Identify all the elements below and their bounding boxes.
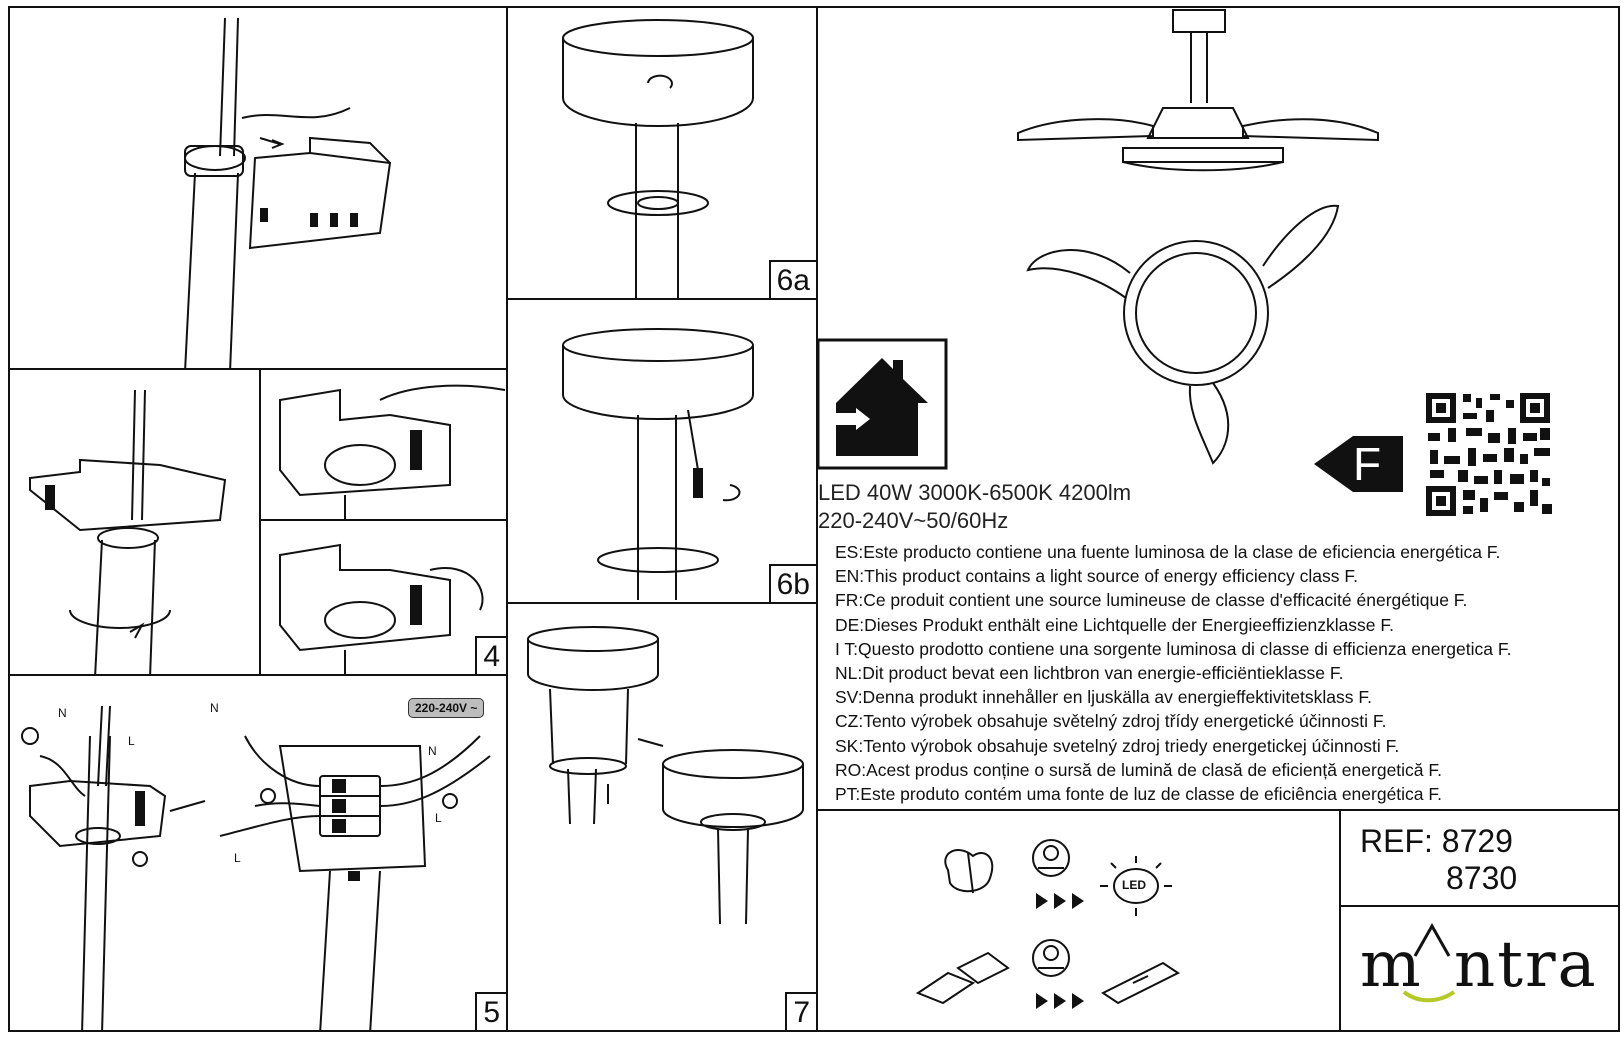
illustration-canopy-slide bbox=[527, 626, 804, 925]
step-number-7: 7 bbox=[785, 992, 816, 1030]
indoor-use-frame bbox=[818, 338, 948, 470]
indoor-use-icon bbox=[833, 358, 928, 456]
brand-logo-mark bbox=[1413, 922, 1451, 957]
energy-statement-es: ES:Este producto contiene una fuente lum… bbox=[835, 542, 1501, 562]
illustration-bracket-connector bbox=[29, 370, 506, 674]
led-label: LED bbox=[1122, 878, 1146, 892]
wire-label-n-right: N bbox=[428, 744, 437, 758]
panel-step-5: 220-240V ~ N L N N L L 5 bbox=[8, 674, 508, 1032]
broken-driver-icon bbox=[915, 951, 1010, 1005]
technician-icon-2 bbox=[1032, 939, 1070, 977]
qr-code-icon bbox=[1423, 390, 1553, 520]
arrows-icon-2 bbox=[1036, 993, 1084, 1009]
panel-step-7: 7 bbox=[506, 602, 818, 1032]
energy-statement-pt: PT:Este produto contém uma fonte de luz … bbox=[835, 784, 1443, 805]
illustration-canopy-screwdriver bbox=[562, 328, 754, 600]
energy-statement-nl: NL:Dit product bevat een lichtbron van e… bbox=[835, 663, 1344, 684]
illustration-fan-product bbox=[818, 9, 1618, 1030]
step-number-6b: 6b bbox=[768, 564, 816, 602]
energy-statement-en: EN:This product contains a light source … bbox=[835, 566, 1358, 587]
panel-step-4: 4 bbox=[8, 368, 508, 676]
arrows-icon bbox=[1036, 893, 1084, 909]
spec-power: LED 40W 3000K-6500K 4200lm bbox=[818, 480, 1132, 505]
driver-icon bbox=[1101, 961, 1180, 1005]
voltage-badge: 220-240V ~ bbox=[408, 698, 485, 718]
wire-label-n-box: N bbox=[210, 701, 219, 715]
illustration-canopy-screw bbox=[562, 19, 754, 298]
brand-name-right: ntra bbox=[1454, 928, 1598, 1002]
wire-label-n-left: N bbox=[58, 706, 67, 720]
ref-number-2: 8730 bbox=[1446, 860, 1518, 896]
energy-statement-ro: RO:Acest produs conține o sursă de lumin… bbox=[835, 759, 1443, 780]
energy-class-arrow bbox=[1314, 436, 1403, 492]
brand-logo-smile bbox=[1402, 990, 1456, 1003]
step-number-6a: 6a bbox=[768, 260, 816, 298]
energy-statement-sk: SK:Tento výrobok obsahuje svetelný zdroj… bbox=[835, 735, 1400, 756]
energy-statement-fr: FR:Ce produit contient une source lumine… bbox=[835, 590, 1468, 611]
wire-label-l-left: L bbox=[128, 734, 135, 748]
info-panel: F LED 40W 3000K-6500K 4200lm 220-240V~50… bbox=[816, 6, 1620, 1032]
energy-statement-it: I T:Questo prodotto contiene una sorgent… bbox=[835, 638, 1512, 659]
step-number-5: 5 bbox=[475, 992, 506, 1030]
spec-voltage: 220-240V~50/60Hz bbox=[818, 508, 1009, 533]
wire-label-l-right: L bbox=[435, 811, 442, 825]
energy-statement-list: ES:Este producto contiene una fuente lum… bbox=[835, 540, 1511, 806]
energy-statement-cz: CZ:Tento výrobek obsahuje světelný zdroj… bbox=[835, 711, 1387, 732]
broken-led-icon bbox=[944, 849, 994, 894]
panel-step-3 bbox=[8, 6, 508, 370]
brand-name-left: m bbox=[1360, 928, 1423, 1002]
energy-statement-sv: SV:Denna produkt innehåller en ljuskälla… bbox=[835, 687, 1372, 708]
energy-class-letter: F bbox=[1353, 438, 1382, 490]
technician-icon bbox=[1032, 839, 1070, 877]
panel-step-6b: 6b bbox=[506, 298, 818, 604]
ref-number-1: REF: 8729 bbox=[1360, 823, 1513, 859]
illustration-ceiling-bracket-rod bbox=[184, 17, 392, 368]
panel-step-6a: 6a bbox=[506, 6, 818, 300]
energy-statement-de: DE:Dieses Produkt enthält eine Lichtquel… bbox=[835, 614, 1395, 635]
wire-label-l-box: L bbox=[234, 851, 241, 865]
step-number-4: 4 bbox=[475, 636, 506, 674]
illustration-wiring-diagram bbox=[21, 705, 491, 1030]
led-lamp-icon bbox=[1100, 856, 1172, 916]
